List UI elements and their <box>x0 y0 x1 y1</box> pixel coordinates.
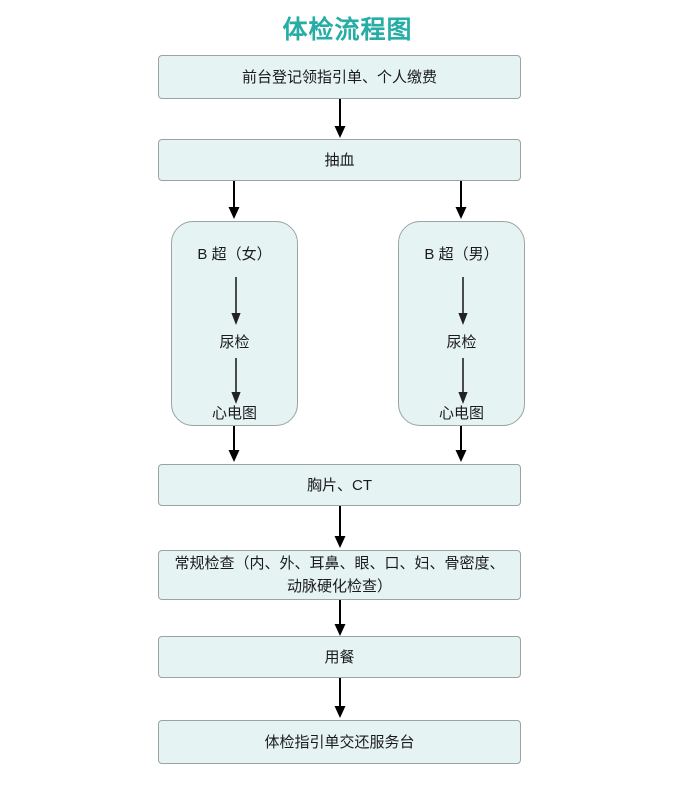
flow-node-reception[interactable]: 前台登记领指引单、个人缴费 <box>158 55 521 99</box>
flow-node-routine-exam[interactable]: 常规检查（内、外、耳鼻、眼、口、妇、骨密度、 动脉硬化检查） <box>158 550 521 600</box>
page-title: 体检流程图 <box>282 16 413 44</box>
arrow-male-branch-to-chest-ct <box>453 426 469 464</box>
flow-node-routine-exam-label: 常规检查（内、外、耳鼻、眼、口、妇、骨密度、 动脉硬化检查） <box>174 555 505 595</box>
flow-node-meal[interactable]: 用餐 <box>158 636 521 678</box>
arrow-female-branch-to-chest-ct <box>226 426 242 464</box>
arrow-meal-to-return-form <box>332 678 348 720</box>
arrow-female-bultrasound-to-urine <box>228 277 244 327</box>
flow-node-return-form[interactable]: 体检指引单交还服务台 <box>158 720 521 764</box>
branch-female-step-ecg-label: 心电图 <box>211 405 257 422</box>
flow-node-chest-ct-label: 胸片、CT <box>307 476 372 494</box>
flow-node-return-form-label: 体检指引单交还服务台 <box>264 733 415 751</box>
arrow-male-bultrasound-to-urine <box>455 277 471 327</box>
arrow-routine-exam-to-meal <box>332 600 348 638</box>
branch-male-step-urine-label: 尿检 <box>446 334 477 351</box>
arrow-chest-ct-to-routine-exam <box>332 506 348 550</box>
arrow-reception-to-blood-draw <box>332 99 348 139</box>
branch-male-step-ecg-label: 心电图 <box>438 405 484 422</box>
flow-node-reception-label: 前台登记领指引单、个人缴费 <box>241 68 437 86</box>
branch-male-head-label: B 超（男） <box>424 246 499 263</box>
arrow-blood-draw-to-female-branch <box>226 181 242 221</box>
branch-group-male[interactable]: B 超（男） 尿检 心电图 <box>398 221 525 426</box>
arrow-female-urine-to-ecg <box>228 358 244 406</box>
flow-node-chest-ct[interactable]: 胸片、CT <box>158 464 521 506</box>
flow-node-blood-draw-label: 抽血 <box>324 151 355 169</box>
arrow-male-urine-to-ecg <box>455 358 471 406</box>
branch-group-female[interactable]: B 超（女） 尿检 心电图 <box>171 221 298 426</box>
branch-female-head-label: B 超（女） <box>197 246 272 263</box>
flow-node-meal-label: 用餐 <box>324 648 355 666</box>
branch-female-step-urine-label: 尿检 <box>219 334 250 351</box>
arrow-blood-draw-to-male-branch <box>453 181 469 221</box>
flow-node-blood-draw[interactable]: 抽血 <box>158 139 521 181</box>
